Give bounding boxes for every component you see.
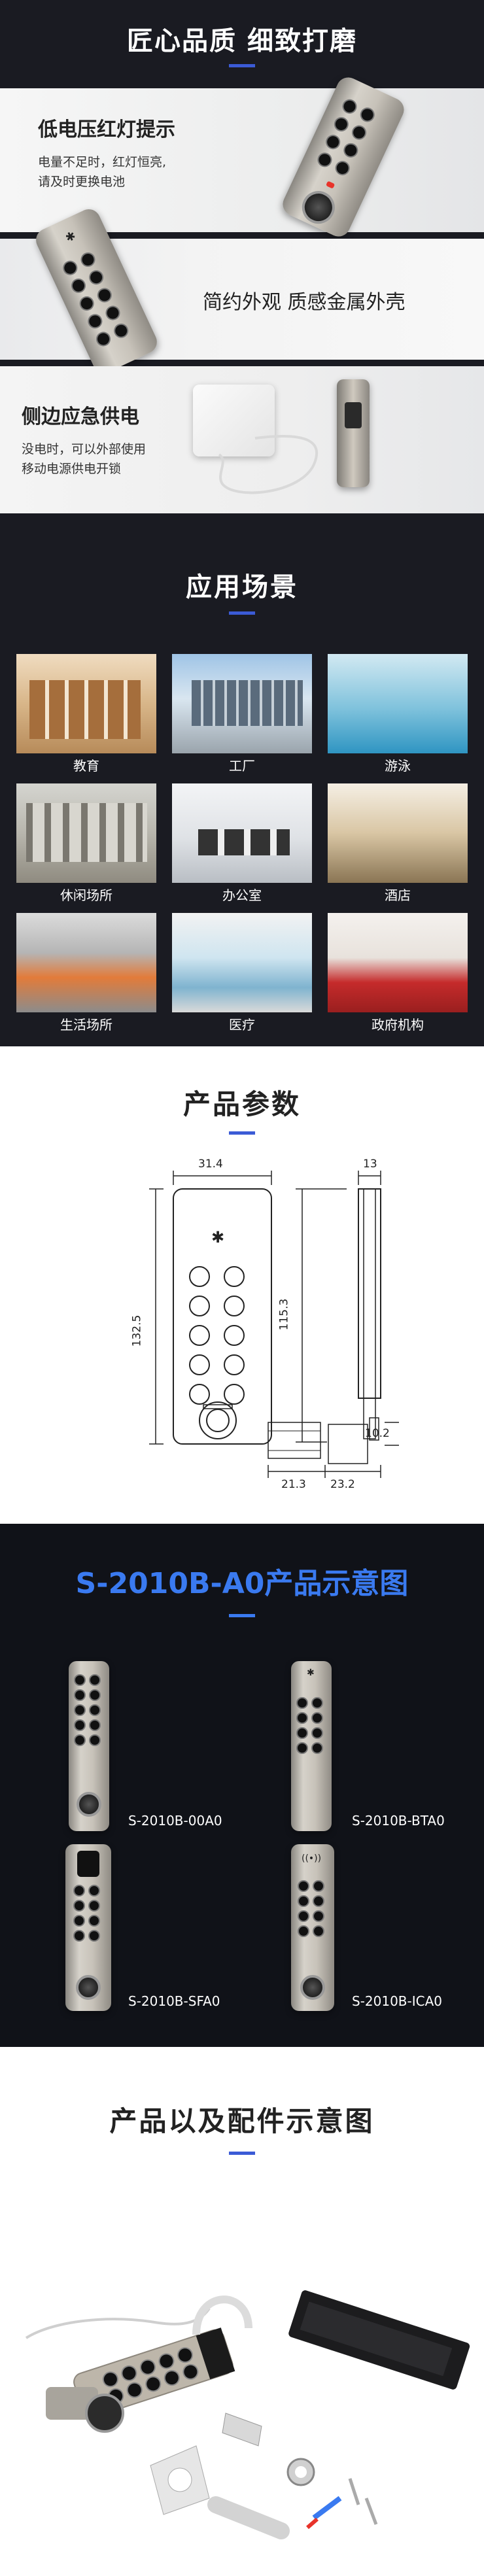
scene-image — [172, 913, 312, 1012]
feature-desc: 电量不足时，红灯恒亮, 请及时更换电池 — [38, 155, 167, 189]
bluetooth-icon: ✱ — [307, 1668, 315, 1678]
scene-item-swimming: 游泳 — [328, 654, 468, 778]
dimension-side-depth: 13 — [363, 1158, 377, 1171]
title-underline — [229, 611, 255, 615]
scene-label: 教育 — [73, 758, 99, 774]
model-label: S-2010B-ICA0 — [352, 1993, 443, 2009]
keypad — [60, 250, 131, 349]
feature-metal-shell: 简约外观 质感金属外壳 ✱ — [0, 205, 484, 377]
title-underline — [229, 1614, 255, 1617]
feature-title: 简约外观 质感金属外壳 — [203, 291, 406, 314]
scene-image — [328, 913, 468, 1012]
scene-item-hotel: 酒店 — [328, 783, 468, 908]
scene-label: 政府机构 — [372, 1017, 424, 1033]
scene-item-medical: 医疗 — [172, 913, 312, 1037]
accessories-illustration — [25, 2290, 470, 2539]
low-battery-led — [326, 180, 336, 189]
feature-low-voltage: 低电压红灯提示 电量不足时，红灯恒亮, 请及时更换电池 — [0, 73, 484, 241]
model-label: S-2010B-BTA0 — [352, 1813, 445, 1829]
scene-image — [328, 783, 468, 883]
section-title: 应用场景 — [186, 572, 298, 602]
keypad — [315, 97, 377, 178]
bluetooth-icon: ✱ — [211, 1228, 224, 1246]
dimension-drawing: ✱ — [149, 1171, 399, 1478]
scene-image — [172, 654, 312, 753]
title-underline — [229, 2152, 255, 2155]
scene-item-factory: 工厂 — [172, 654, 312, 778]
bluetooth-icon: ✱ — [63, 228, 78, 246]
dimension-height: 132.5 — [130, 1314, 144, 1347]
scene-item-government: 政府机构 — [328, 913, 468, 1037]
power-bank-image — [193, 385, 275, 456]
feature-section: 匠心品质 细致打磨 低电压红灯提示 电量不足时，红灯恒亮, 请及时更换电池 简约… — [0, 0, 484, 523]
fingerprint-sensor — [77, 1851, 99, 1877]
dimension-side-height: 115.3 — [277, 1298, 291, 1331]
scene-grid: 教育 工厂 游泳 休闲场所 办 — [16, 654, 468, 1037]
section-title: S-2010B-A0产品示意图 — [75, 1567, 409, 1600]
scene-item-leisure: 休闲场所 — [16, 783, 156, 908]
scene-label: 酒店 — [385, 887, 411, 903]
lock-knob — [296, 185, 341, 230]
scene-image — [328, 654, 468, 753]
scene-image — [16, 913, 156, 1012]
model-image-00a0 — [69, 1661, 109, 1831]
scene-label: 办公室 — [222, 887, 262, 903]
model-image-bta0: ✱ — [291, 1661, 332, 1831]
hero-title: 匠心品质 细致打磨 — [127, 26, 357, 56]
title-underline — [229, 64, 255, 67]
section-title: 产品参数 — [182, 1088, 301, 1120]
dimension-side-small: 10.2 — [365, 1427, 390, 1440]
accessories-section: 产品以及配件示意图 — [0, 2047, 484, 2576]
scene-item-living: 生活场所 — [16, 913, 156, 1037]
product-parameters-section: 产品参数 ✱ — [0, 1046, 484, 1524]
scene-image — [172, 783, 312, 883]
lock-side-image — [337, 379, 370, 487]
scene-label: 工厂 — [229, 758, 255, 774]
scene-item-office: 办公室 — [172, 783, 312, 908]
dimension-width: 31.4 — [198, 1158, 223, 1171]
model-label: S-2010B-SFA0 — [128, 1993, 220, 2009]
scene-label: 生活场所 — [60, 1017, 112, 1033]
feature-desc: 没电时，可以外部使用 移动电源供电开锁 — [22, 442, 147, 476]
model-label: S-2010B-00A0 — [128, 1813, 222, 1829]
scene-image — [16, 654, 156, 753]
scene-item-education: 教育 — [16, 654, 156, 778]
dimension-bottom-right: 23.2 — [330, 1478, 355, 1491]
title-underline — [229, 1131, 255, 1135]
scene-label: 休闲场所 — [60, 887, 112, 903]
models-section: S-2010B-A0产品示意图 S-2010B-00A0 ✱ S- — [0, 1524, 484, 2047]
nfc-icon: ((•)) — [302, 1853, 322, 1864]
scene-label: 医疗 — [229, 1017, 255, 1033]
scene-image — [16, 783, 156, 883]
model-image-ica0: ((•)) — [291, 1844, 334, 2011]
scene-label: 游泳 — [385, 758, 411, 774]
feature-title: 低电压红灯提示 — [38, 118, 175, 141]
dimension-bottom-left: 21.3 — [281, 1478, 306, 1491]
feature-emergency-power: 侧边应急供电 没电时，可以外部使用 移动电源供电开锁 — [0, 366, 484, 513]
model-image-sfa0 — [65, 1844, 111, 2011]
section-title: 产品以及配件示意图 — [109, 2105, 375, 2137]
usb-cable — [218, 435, 319, 494]
application-scenes-section: 应用场景 教育 工厂 游泳 — [0, 523, 484, 1046]
feature-title: 侧边应急供电 — [22, 405, 139, 428]
lock-image — [279, 73, 408, 241]
